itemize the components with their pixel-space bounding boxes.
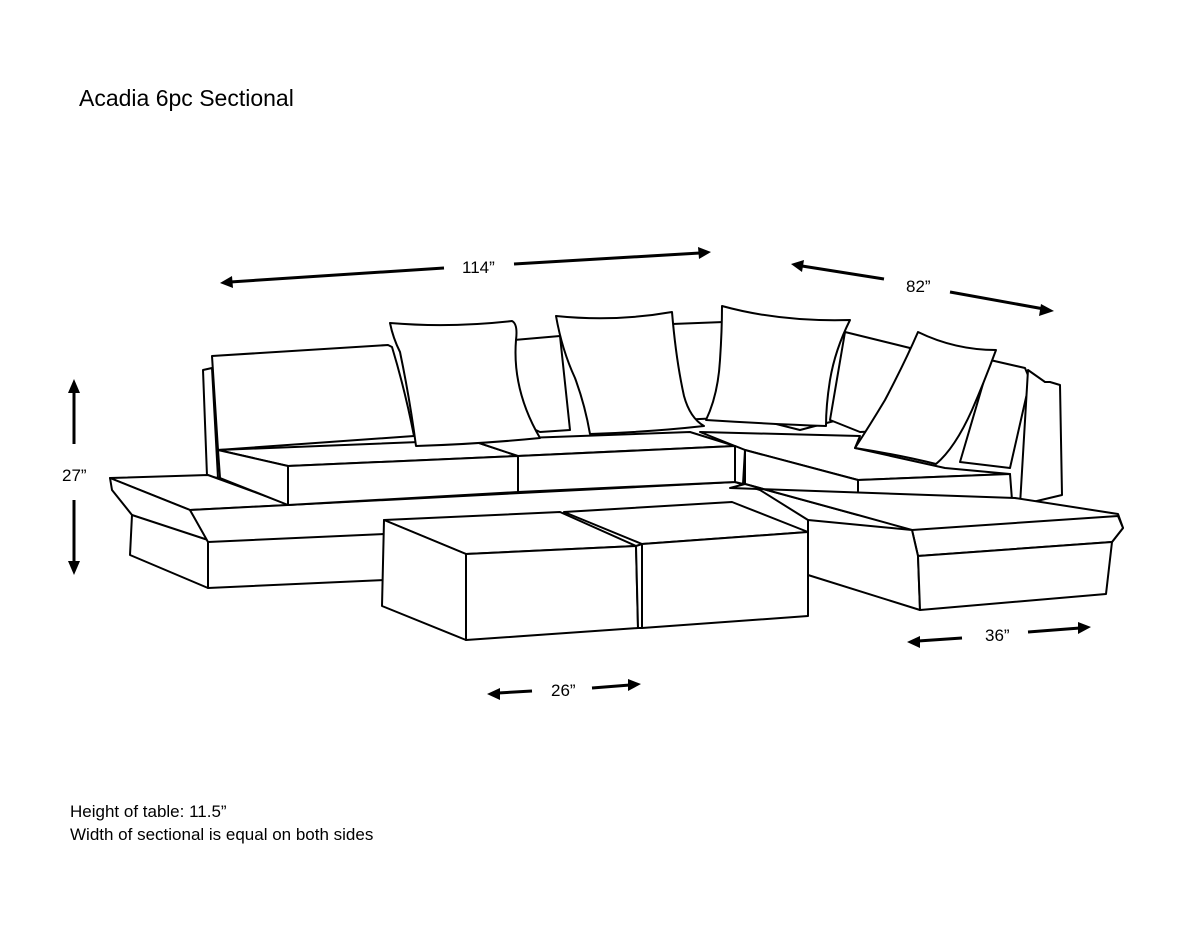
sectional-width-note: Width of sectional is equal on both side… bbox=[70, 825, 374, 844]
right-arm-platform bbox=[729, 483, 1124, 611]
back-width-label: 114” bbox=[462, 258, 495, 277]
middle-seat-cushion bbox=[469, 431, 736, 493]
pillow-2 bbox=[555, 311, 705, 435]
middle-back-cushion bbox=[513, 321, 725, 433]
product-title: Acadia 6pc Sectional bbox=[79, 85, 294, 111]
pillow-4 bbox=[854, 331, 997, 465]
left-back-cushion bbox=[202, 344, 415, 479]
side-width-label: 82” bbox=[906, 277, 931, 296]
seat-depth-label: 36” bbox=[985, 626, 1010, 645]
table-width-label: 26” bbox=[551, 681, 576, 700]
left-seat-cushion bbox=[217, 439, 519, 506]
height-27-arrow bbox=[68, 379, 80, 575]
width-82-arrow bbox=[791, 260, 1054, 316]
table-26-arrow bbox=[487, 679, 641, 700]
pillow-1 bbox=[389, 320, 541, 447]
width-114-arrow bbox=[220, 247, 711, 288]
depth-36-arrow bbox=[907, 622, 1091, 648]
pillow-3 bbox=[705, 305, 851, 427]
left-arm-platform bbox=[109, 474, 291, 589]
table-height-note: Height of table: 11.5” bbox=[70, 802, 227, 821]
left-ottoman bbox=[381, 511, 639, 641]
height-label: 27” bbox=[62, 466, 87, 485]
right-ottoman bbox=[563, 501, 809, 629]
